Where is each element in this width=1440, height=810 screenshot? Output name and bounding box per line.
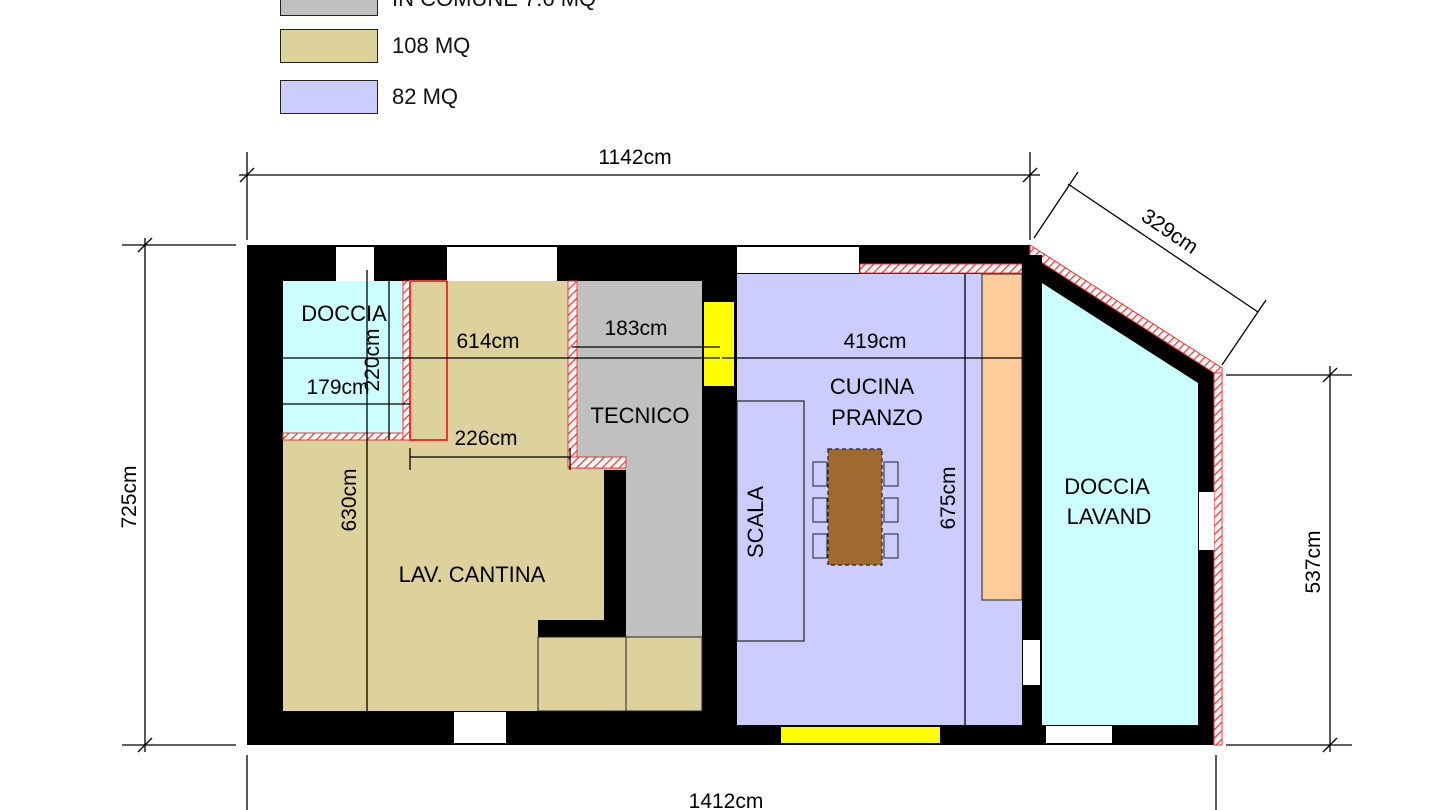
dim-179: 179cm bbox=[306, 376, 369, 399]
dining-table bbox=[812, 448, 899, 566]
partition-outline bbox=[409, 280, 448, 441]
room-label-cucina: CUCINA bbox=[830, 374, 915, 399]
legend-item-common: IN COMUNE 7.6 MQ bbox=[280, 0, 596, 16]
stair bbox=[736, 400, 805, 642]
window-bottom-1 bbox=[454, 712, 506, 743]
legend-swatch-82 bbox=[280, 80, 378, 114]
dim-top-width: 1142cm bbox=[598, 146, 671, 169]
room-doccia-lavand bbox=[1042, 283, 1198, 725]
dim-183: 183cm bbox=[604, 317, 667, 340]
cabinet-2 bbox=[625, 636, 703, 712]
window-top-3 bbox=[737, 247, 859, 273]
legend-swatch-common bbox=[280, 0, 378, 16]
room-label-tecnico: TECNICO bbox=[591, 403, 690, 428]
interior-wall-cantina bbox=[604, 470, 626, 637]
dim-left-height: 725cm bbox=[118, 465, 141, 528]
door-yellow-2 bbox=[781, 727, 940, 743]
room-label-doccia-lavand-line1: DOCCIA bbox=[1064, 474, 1150, 499]
counter bbox=[981, 273, 1023, 601]
dim-675: 675cm bbox=[937, 466, 960, 529]
dim-right-height: 537cm bbox=[1302, 530, 1325, 593]
cabinet-1 bbox=[537, 636, 627, 712]
new-wall-cucina-top bbox=[859, 263, 1023, 274]
window-right bbox=[1199, 492, 1214, 550]
legend-swatch-108 bbox=[280, 29, 378, 63]
room-label-pranzo: PRANZO bbox=[831, 405, 923, 430]
interior-wall-cantina-h bbox=[538, 620, 626, 637]
legend-label-108: 108 MQ bbox=[392, 33, 471, 58]
room-label-scala: SCALA bbox=[743, 486, 768, 558]
room-label-lav-cantina: LAV. CANTINA bbox=[399, 562, 546, 587]
dim-226: 226cm bbox=[454, 427, 517, 450]
legend-item-108: 108 MQ bbox=[280, 29, 470, 63]
room-doccia bbox=[283, 281, 403, 433]
window-top-2 bbox=[447, 247, 557, 281]
window-top-1 bbox=[336, 247, 374, 281]
legend-item-82: 82 MQ bbox=[280, 80, 458, 114]
legend-label-82: 82 MQ bbox=[392, 84, 459, 109]
window-bottom-2 bbox=[1046, 726, 1112, 743]
new-wall-doccia-side bbox=[402, 280, 411, 441]
dim-630: 630cm bbox=[338, 468, 361, 531]
room-lav-cantina-mid bbox=[538, 470, 604, 620]
room-label-doccia: DOCCIA bbox=[301, 301, 387, 326]
new-wall-tecnico-side bbox=[567, 280, 578, 469]
wall-right-mid bbox=[1022, 255, 1042, 745]
dimension-lines bbox=[122, 152, 1352, 810]
dim-diagonal: 329cm bbox=[1137, 204, 1202, 258]
window-mid-wall-redraw bbox=[1023, 640, 1040, 685]
dim-bottom-width: 1412cm bbox=[689, 790, 764, 810]
new-wall-doccia-bottom bbox=[282, 432, 411, 441]
dim-220: 220cm bbox=[361, 328, 384, 391]
door-yellow-1-redraw bbox=[704, 302, 734, 386]
legend-label-common: IN COMUNE 7.6 MQ bbox=[392, 0, 596, 12]
dim-614: 614cm bbox=[456, 330, 519, 353]
room-label-doccia-lavand-line2: LAVAND bbox=[1067, 504, 1152, 529]
new-wall-right bbox=[1213, 372, 1223, 746]
new-wall-tecnico-bottom bbox=[567, 456, 627, 469]
dim-419: 419cm bbox=[843, 330, 906, 353]
